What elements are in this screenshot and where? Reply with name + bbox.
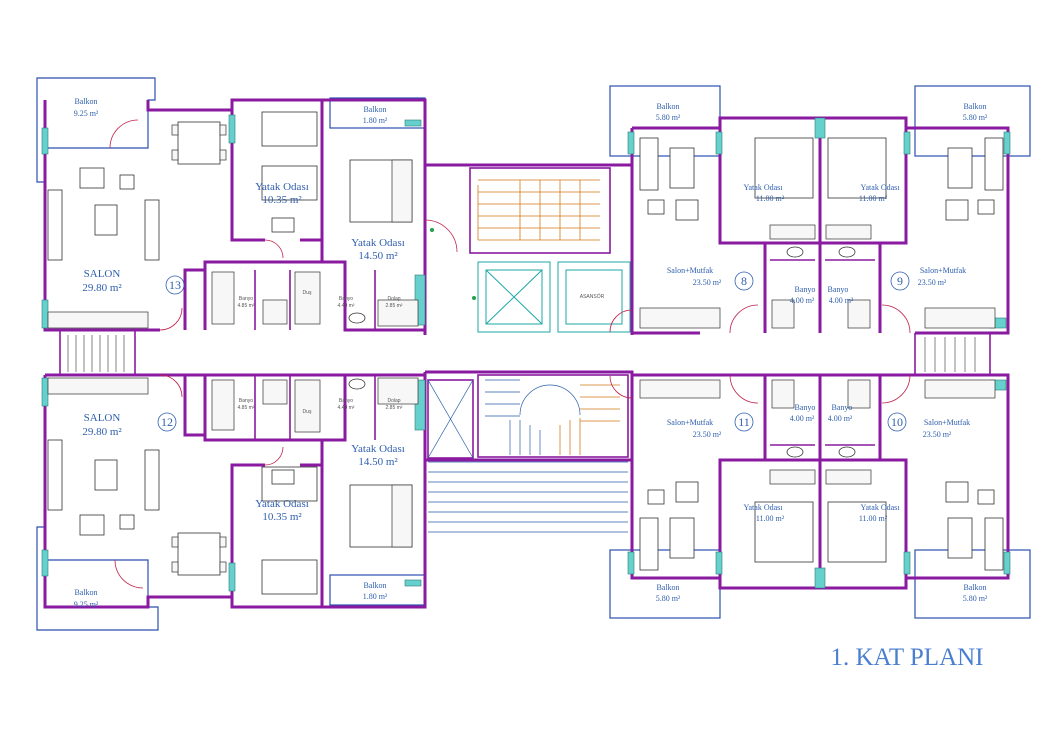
right-block-walls <box>630 116 1010 590</box>
label-salonmutfak-rl2-area: 23.50 m² <box>923 430 952 439</box>
label-banyo-ll: Banyo <box>239 398 253 404</box>
label-balkon-rl1-area: 5.80 m² <box>656 594 681 603</box>
label-salonmutfak-rl1: Salon+Mutfak <box>667 418 713 427</box>
label-banyo-ul: Banyo <box>239 296 253 302</box>
plan-title: 1. KAT PLANI <box>830 644 983 671</box>
label-yatak-lm-area: 14.50 m² <box>358 456 398 468</box>
label-balkon-um-area: 1.80 m² <box>363 116 388 125</box>
label-balkon-um: Balkon <box>363 105 386 114</box>
left-block-furniture <box>47 111 419 595</box>
label-balkon-ru2-area: 5.80 m² <box>963 113 988 122</box>
right-block-doors <box>609 304 911 404</box>
svg-text:8: 8 <box>741 274 747 288</box>
label-balkon-ll: Balkon <box>74 588 97 597</box>
label-salonmutfak-rl2: Salon+Mutfak <box>924 418 970 427</box>
label-yatak-ru2: Yatak Odası <box>861 183 901 192</box>
label-yatak-um: Yatak Odası <box>351 237 405 249</box>
label-yatak-ll-area: 10.35 m² <box>262 511 302 523</box>
svg-text:9: 9 <box>897 274 903 288</box>
label-dolap-l-area: 2.85 m² <box>386 405 403 411</box>
unit-11: 11 <box>734 412 754 432</box>
label-salon-l: SALON <box>84 412 121 424</box>
label-banyo-um-area: 4.40 m² <box>338 303 355 309</box>
label-banyo-lm: Banyo <box>339 398 353 404</box>
left-block-doors <box>109 119 458 589</box>
unit-9: 9 <box>890 271 910 291</box>
label-yatak-ru1: Yatak Odası <box>744 183 784 192</box>
label-yatak-rl2-area: 11.00 m² <box>859 514 888 523</box>
label-dolap-u-area: 2.85 m² <box>386 303 403 309</box>
label-yatak-ru1-area: 11.00 m² <box>756 194 785 203</box>
label-balkon-ll-area: 9.25 m² <box>74 600 99 609</box>
label-banyo-ru1-area: 4.00 m² <box>790 296 815 305</box>
label-dolap-l: Dolap <box>387 398 400 404</box>
label-dus-l: Duş <box>303 409 312 415</box>
label-banyo-rl1: Banyo <box>795 403 816 412</box>
label-salon-u: SALON <box>84 268 121 280</box>
label-banyo-rl2-area: 4.00 m² <box>828 414 853 423</box>
core: ASANSÖR <box>425 163 634 533</box>
label-balkon-lm-area: 1.80 m² <box>363 592 388 601</box>
label-salonmutfak-rl1-area: 23.50 m² <box>693 430 722 439</box>
unit-13: 13 <box>165 275 185 295</box>
label-yatak-ul: Yatak Odası <box>255 181 309 193</box>
label-banyo-ru2: Banyo <box>828 285 849 294</box>
label-yatak-lm: Yatak Odası <box>351 443 405 455</box>
main-stair <box>477 179 600 241</box>
label-salonmutfak-ru2-area: 23.50 m² <box>918 278 947 287</box>
right-block-furniture <box>639 137 1004 571</box>
label-banyo-rl1-area: 4.00 m² <box>790 414 815 423</box>
label-banyo-ul-area: 4.85 m² <box>238 303 255 309</box>
label-balkon-ru1-area: 5.80 m² <box>656 113 681 122</box>
label-balkon-rl1: Balkon <box>656 583 679 592</box>
svg-text:12: 12 <box>161 415 173 429</box>
label-balkon-rl2: Balkon <box>963 583 986 592</box>
label-banyo-ru2-area: 4.00 m² <box>829 296 854 305</box>
spiral-stair <box>477 374 629 458</box>
elevator-label: ASANSÖR <box>580 293 605 300</box>
label-salonmutfak-ru1: Salon+Mutfak <box>667 266 713 275</box>
label-yatak-rl1-area: 11.00 m² <box>756 514 785 523</box>
svg-text:13: 13 <box>169 278 181 292</box>
label-salonmutfak-ru2: Salon+Mutfak <box>920 266 966 275</box>
room-labels: Balkon 9.25 m² Balkon 1.80 m² Yatak Odas… <box>74 97 988 609</box>
label-balkon-ul-area: 9.25 m² <box>74 109 99 118</box>
label-balkon-ru1: Balkon <box>656 102 679 111</box>
unit-10: 10 <box>887 412 907 432</box>
unit-12: 12 <box>157 412 177 432</box>
left-block-walls <box>43 98 427 609</box>
label-yatak-rl2: Yatak Odası <box>861 503 901 512</box>
label-balkon-ul: Balkon <box>74 97 97 106</box>
label-banyo-um: Banyo <box>339 296 353 302</box>
label-banyo-ll-area: 4.85 m² <box>238 405 255 411</box>
label-salonmutfak-ru1-area: 23.50 m² <box>693 278 722 287</box>
unit-8: 8 <box>734 271 754 291</box>
label-dolap-u: Dolap <box>387 296 400 302</box>
label-yatak-ll: Yatak Odası <box>255 498 309 510</box>
label-balkon-lm: Balkon <box>363 581 386 590</box>
svg-text:11: 11 <box>738 415 750 429</box>
label-salon-u-area: 29.80 m² <box>82 282 122 294</box>
label-yatak-um-area: 14.50 m² <box>358 250 398 262</box>
label-yatak-ru2-area: 11.00 m² <box>859 194 888 203</box>
entry-stair <box>427 379 628 533</box>
label-balkon-ru2: Balkon <box>963 102 986 111</box>
label-banyo-ru1: Banyo <box>795 285 816 294</box>
label-yatak-rl1: Yatak Odası <box>744 503 784 512</box>
label-banyo-rl2: Banyo <box>832 403 853 412</box>
unit-numbers: 13 12 8 9 11 10 <box>157 271 910 432</box>
svg-text:10: 10 <box>891 415 903 429</box>
label-salon-l-area: 29.80 m² <box>82 426 122 438</box>
label-banyo-lm-area: 4.40 m² <box>338 405 355 411</box>
right-block-windows <box>627 117 1011 589</box>
label-balkon-rl2-area: 5.80 m² <box>963 594 988 603</box>
label-yatak-ul-area: 10.35 m² <box>262 194 302 206</box>
label-dus-u: Duş <box>303 290 312 296</box>
